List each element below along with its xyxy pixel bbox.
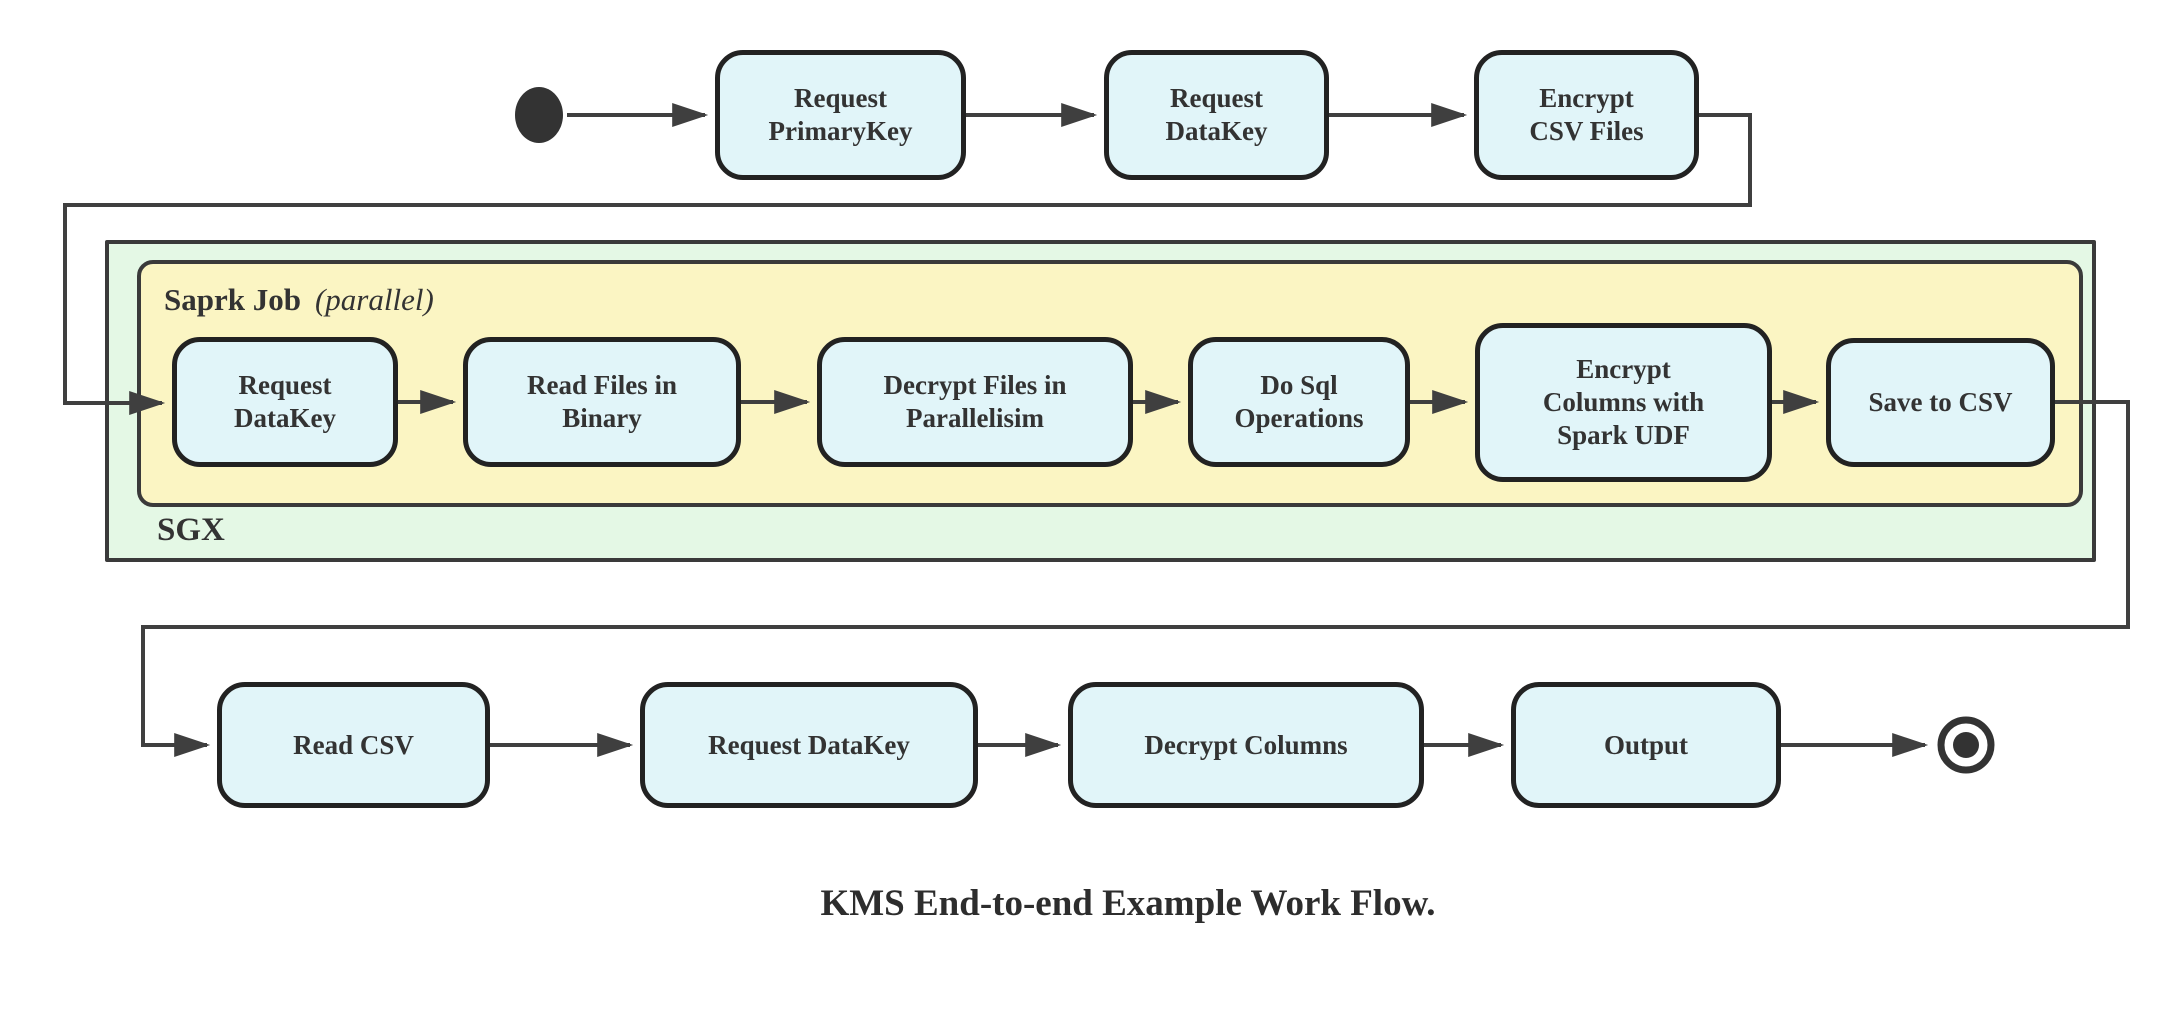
node-output: Output [1511, 682, 1781, 808]
node-decrypt-files-in-parallelisim: Decrypt Files in Parallelisim [817, 337, 1133, 467]
node-encrypt-columns-with-spark-udf: Encrypt Columns with Spark UDF [1475, 323, 1772, 482]
diagram-caption: KMS End-to-end Example Work Flow. [820, 883, 1436, 924]
spark-job-parallel-qualifier: (parallel) [314, 282, 434, 317]
node-read-csv: Read CSV [217, 682, 490, 808]
edge-encrypt-csv-to-spark-request-datakey [63, 113, 1752, 415]
node-save-to-csv: Save to CSV [1826, 338, 2055, 467]
node-request-datakey-bottom: Request DataKey [640, 682, 978, 808]
node-spark-request-datakey: Request DataKey [172, 337, 398, 467]
spark-job-label-text: Saprk Job [164, 282, 301, 317]
node-do-sql-operations: Do Sql Operations [1188, 337, 1410, 467]
node-read-files-in-binary: Read Files in Binary [463, 337, 741, 467]
start-state-icon [515, 87, 563, 143]
sgx-label: SGX [157, 512, 225, 548]
end-state-inner-dot [1953, 732, 1979, 758]
node-request-datakey-top: Request DataKey [1104, 50, 1329, 180]
node-encrypt-csv-files: Encrypt CSV Files [1474, 50, 1699, 180]
spark-job-label: Saprk Job (parallel) [164, 282, 434, 318]
node-decrypt-columns: Decrypt Columns [1068, 682, 1424, 808]
edge-save-to-csv-to-read-csv [141, 400, 2130, 757]
node-request-primarykey: Request PrimaryKey [715, 50, 966, 180]
end-state-icon [1937, 716, 1995, 774]
